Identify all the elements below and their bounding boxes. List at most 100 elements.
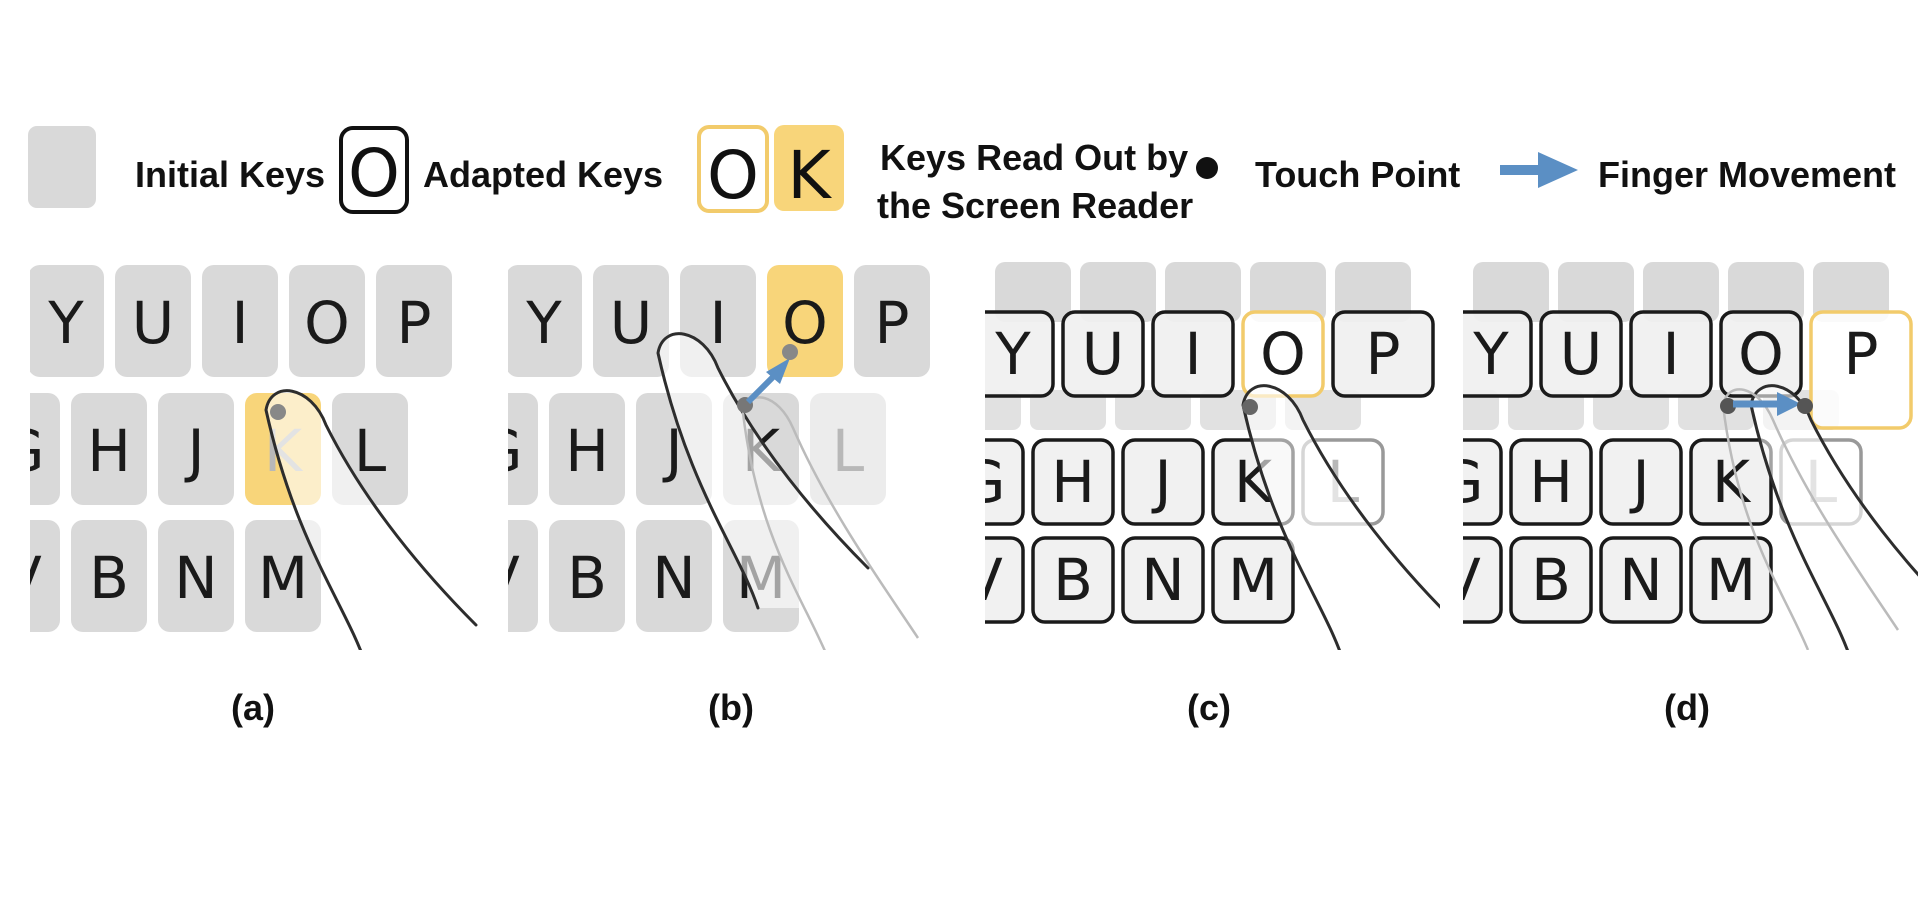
initial-key-ghost (1473, 262, 1549, 322)
initial-key-v (30, 520, 60, 632)
key-label-p: P (1366, 320, 1401, 388)
key-label-j: J (1629, 448, 1649, 516)
touch-point-icon (1797, 398, 1813, 414)
key-label-n: N (652, 544, 695, 612)
initial-key-ghost (1115, 390, 1191, 430)
key-label-v: V (480, 544, 520, 612)
initial-key-m (245, 520, 321, 632)
adapted-key-m (1689, 536, 1773, 624)
finger-movement-arrow-icon (745, 358, 790, 405)
adapted-key-i (1629, 310, 1713, 398)
adapted-key-p (1809, 310, 1913, 430)
finger-movement-arrow-icon (1733, 392, 1801, 416)
key-label-b: B (1531, 546, 1571, 614)
initial-key-i (202, 265, 278, 377)
key-label-m: M (1228, 546, 1278, 614)
key-label-v: V (2, 544, 42, 612)
key-label-b: B (1053, 546, 1093, 614)
touch-point-icon (1720, 398, 1736, 414)
initial-key-u (115, 265, 191, 377)
key-label-o: O (304, 289, 350, 357)
adapted-key-u (1539, 310, 1623, 398)
adapted-key-y (985, 310, 1055, 398)
initial-key-ghost (1250, 262, 1326, 322)
initial-key-ghost (1508, 390, 1584, 430)
touch-point-icon (1242, 399, 1258, 415)
read-out-swatch-letter-k: K (787, 137, 832, 214)
key-label-g: G (1439, 448, 1484, 516)
key-label-p: P (875, 289, 910, 357)
key-label-v: V (963, 546, 1003, 614)
key-label-u: U (1082, 320, 1124, 388)
adapted-key-n (1599, 536, 1683, 624)
finger-illustration (656, 332, 920, 650)
legend-read-out-line2: the Screen Reader (877, 185, 1193, 226)
key-label-l: L (354, 417, 386, 485)
adapted-key-v (1463, 536, 1503, 624)
adapted-key-swatch (339, 126, 409, 214)
key-label-l: L (832, 417, 864, 485)
initial-key-ghost (985, 390, 1021, 430)
initial-key-n (158, 520, 234, 632)
initial-key-b (549, 520, 625, 632)
read-out-swatch-letter-o: O (707, 137, 759, 214)
key-label-i: I (1662, 320, 1679, 388)
key-label-b: B (89, 544, 129, 612)
adapted-key-g (985, 438, 1025, 526)
key-label-p: P (1844, 320, 1879, 388)
adapted-key-p (1331, 310, 1435, 398)
finger-movement-arrow-icon (1500, 152, 1578, 188)
key-label-y: Y (47, 289, 84, 357)
initial-key-y (30, 265, 104, 377)
legend-initial-keys: Initial Keys (135, 154, 325, 195)
key-label-h: H (1051, 448, 1095, 516)
key-label-m: M (1706, 546, 1756, 614)
panel-caption: (c) (1187, 687, 1231, 728)
key-label-u: U (610, 289, 652, 357)
legend-adapted-keys: Adapted Keys (423, 154, 663, 195)
initial-key-ghost (1463, 390, 1499, 430)
key-label-y: Y (1472, 320, 1509, 388)
key-label-g: G (0, 417, 44, 485)
adapted-key-g (1463, 438, 1503, 526)
adapted-key-h (1509, 438, 1593, 526)
initial-key-v (508, 520, 538, 632)
key-label-m: M (258, 544, 308, 612)
initial-key-ghost (1030, 390, 1106, 430)
touch-point-icon (782, 344, 798, 360)
initial-key-j (158, 393, 234, 505)
initial-key-ghost (1813, 262, 1889, 322)
key-label-o: O (1738, 320, 1784, 388)
initial-key-ghost (1593, 390, 1669, 430)
finger-illustration (1241, 384, 1440, 650)
read-out-outline-swatch (697, 125, 769, 213)
initial-key-y (508, 265, 582, 377)
adapted-key-v (985, 536, 1025, 624)
key-label-i: I (231, 289, 248, 357)
initial-key-b (71, 520, 147, 632)
key-label-g: G (478, 417, 523, 485)
key-label-y: Y (525, 289, 562, 357)
initial-key-p (376, 265, 452, 377)
initial-keys-background (985, 262, 1411, 430)
adapted-key-h (1031, 438, 1115, 526)
key-label-n: N (174, 544, 217, 612)
initial-key-n (636, 520, 712, 632)
key-label-g: G (961, 448, 1006, 516)
adapted-key-j (1599, 438, 1683, 526)
key-label-o: O (1260, 320, 1306, 388)
key-label-b: B (567, 544, 607, 612)
adapted-key-j (1121, 438, 1205, 526)
adapted-key-n (1121, 536, 1205, 624)
key-label-u: U (132, 289, 174, 357)
panels: YUIOPGHJKLVBNM(a)YUIOPGHJKLVBNM(b)YUIOPG… (0, 262, 1918, 728)
key-label-y: Y (994, 320, 1031, 388)
initial-key-ghost (1165, 262, 1241, 322)
panel-caption: (a) (231, 687, 275, 728)
legend-read-out-line1: Keys Read Out by (880, 137, 1188, 178)
adapted-key-i (1151, 310, 1235, 398)
